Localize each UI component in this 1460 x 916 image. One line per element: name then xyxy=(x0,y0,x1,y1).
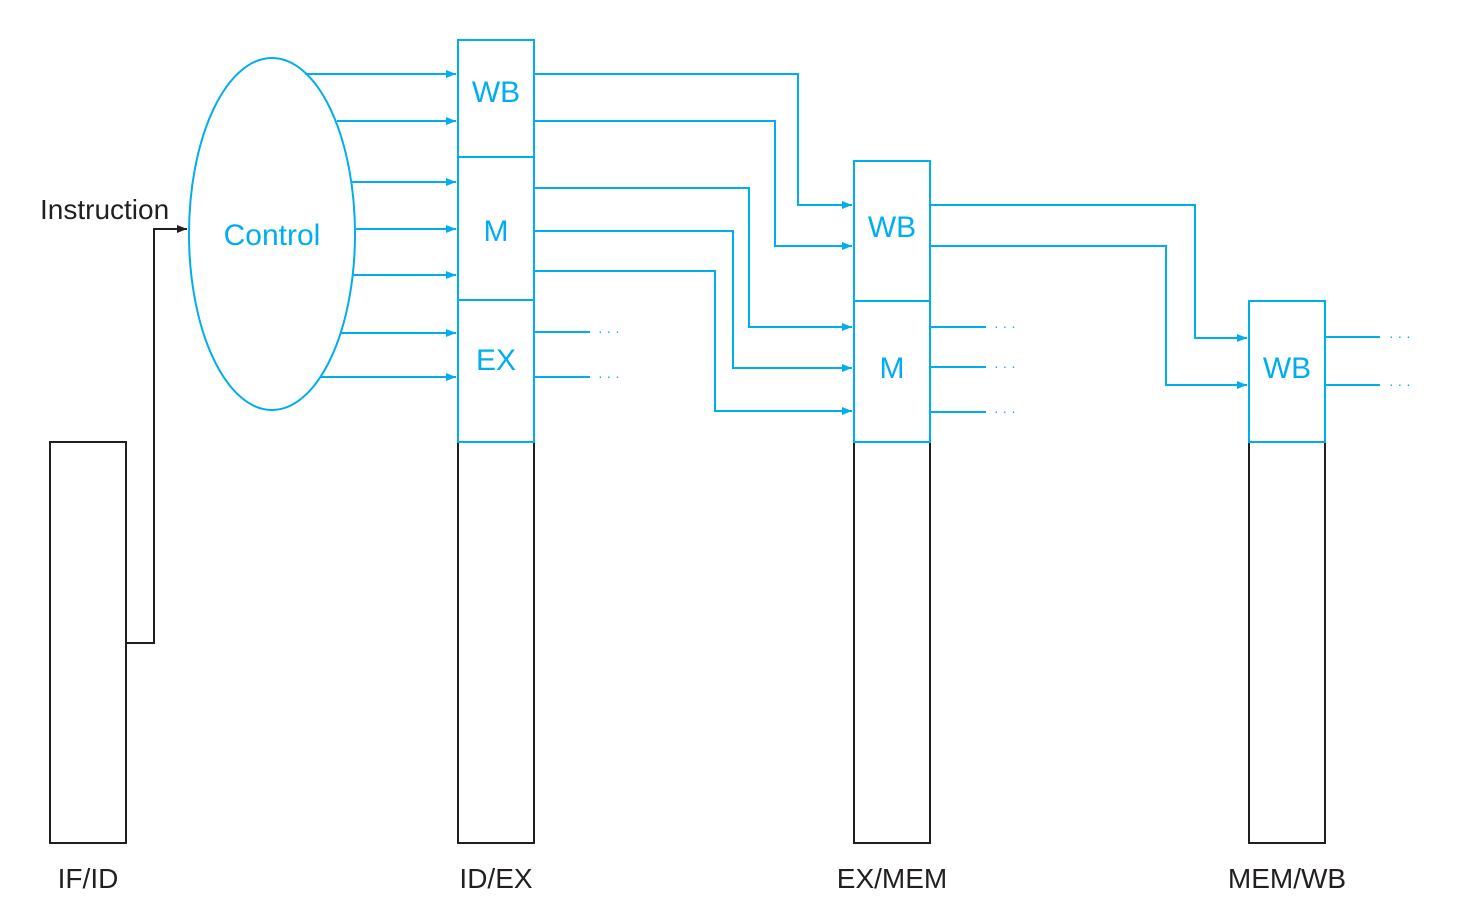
control-signal-wires xyxy=(305,70,456,381)
ex-mem-output-wires xyxy=(930,204,1247,413)
if-id-label: IF/ID xyxy=(58,863,119,894)
if-id-register xyxy=(49,441,127,844)
id-ex-label: ID/EX xyxy=(459,863,532,894)
ellipsis: · · · xyxy=(1389,376,1411,392)
id-ex-control-fields xyxy=(457,39,535,443)
id-ex-m-label: M xyxy=(484,215,509,248)
id-ex-register xyxy=(457,441,535,844)
mem-wb-register xyxy=(1248,441,1326,844)
instruction-wire xyxy=(126,225,187,644)
control-unit xyxy=(188,57,356,411)
mem-wb-wb-label: WB xyxy=(1263,352,1311,385)
ellipsis: · · · xyxy=(598,368,620,384)
mem-wb-control-fields xyxy=(1248,300,1326,443)
id-ex-ex-label: EX xyxy=(476,344,516,377)
ellipsis: · · · xyxy=(598,323,620,339)
mem-wb-label: MEM/WB xyxy=(1228,863,1346,894)
ex-mem-register xyxy=(853,441,931,844)
ellipsis: · · · xyxy=(994,403,1016,419)
instruction-label: Instruction xyxy=(40,194,169,225)
ellipsis: · · · xyxy=(994,318,1016,334)
mem-wb-output-wires xyxy=(1325,336,1380,386)
ex-mem-label: EX/MEM xyxy=(837,863,947,894)
ellipsis: · · · xyxy=(994,358,1016,374)
id-ex-wb-label: WB xyxy=(472,76,520,109)
ex-mem-m-label: M xyxy=(880,352,905,385)
control-label: Control xyxy=(224,219,321,252)
ex-mem-wb-label: WB xyxy=(868,211,916,244)
ellipsis: · · · xyxy=(1389,328,1411,344)
id-ex-output-wires xyxy=(534,73,852,415)
